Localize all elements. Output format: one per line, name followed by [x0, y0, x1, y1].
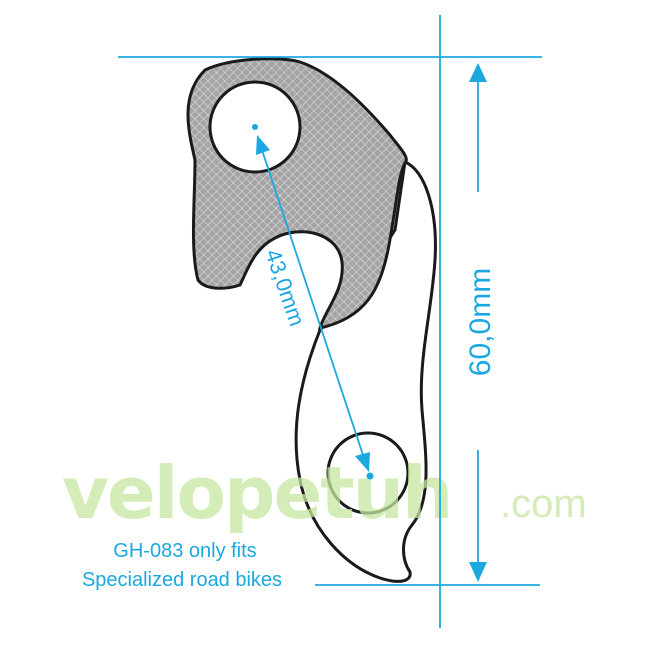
- lower-hole-center: [366, 472, 374, 480]
- lower-mounting-hole: [326, 431, 410, 515]
- dimension-lines: [118, 15, 542, 628]
- height-dimension-label: 60,0mm: [464, 268, 497, 376]
- watermark: velopetuh .com: [62, 451, 587, 535]
- arrowhead-diagonal-top-icon: [256, 135, 270, 155]
- caption-line-1: GH-083 only fits: [113, 540, 256, 562]
- hole-distance-arrow: [261, 149, 365, 459]
- arrowhead-diagonal-bottom-icon: [355, 452, 370, 472]
- arrowhead-up-icon: [469, 63, 487, 82]
- upper-hole-center: [252, 124, 258, 130]
- hole-distance-label: 43,0mm: [260, 246, 310, 329]
- arrowhead-down-icon: [469, 562, 487, 582]
- watermark-brand: velopetuh: [62, 451, 451, 535]
- caption-line-2: Specialized road bikes: [82, 569, 282, 591]
- watermark-suffix: .com: [500, 482, 587, 526]
